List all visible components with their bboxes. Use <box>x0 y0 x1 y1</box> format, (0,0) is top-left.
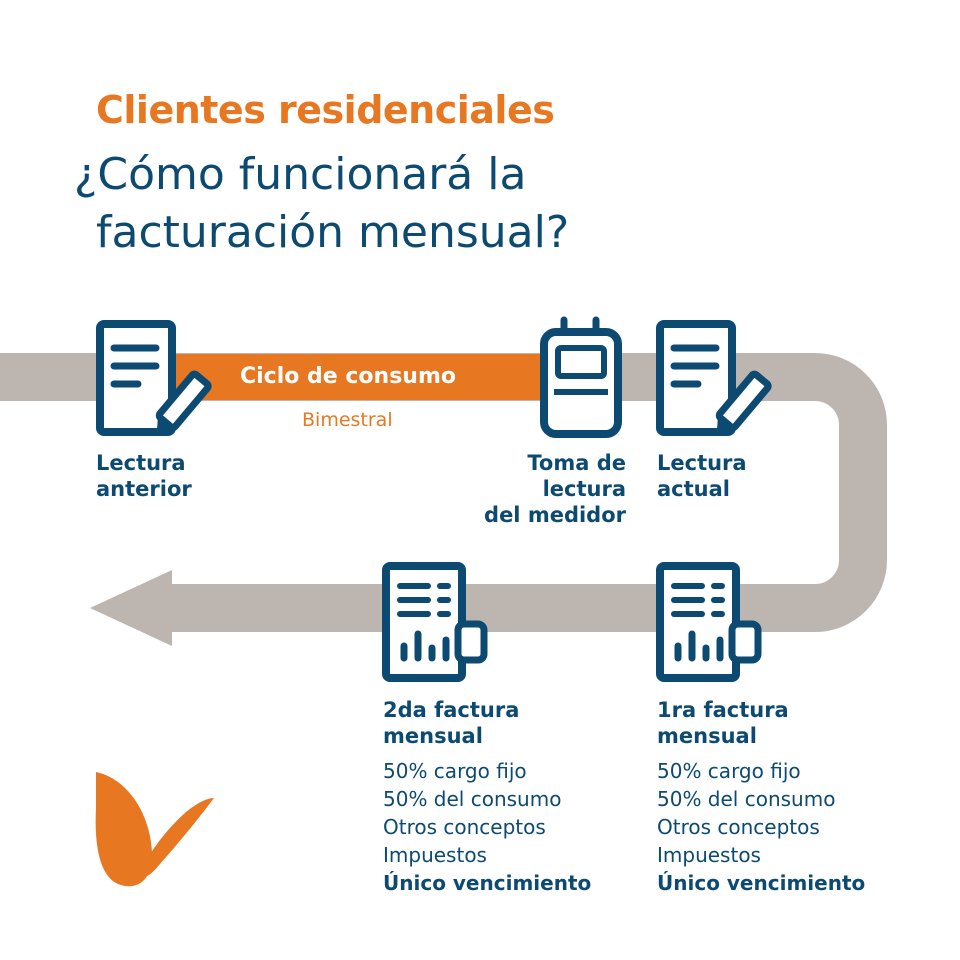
bill-item: 50% del consumo <box>657 787 836 811</box>
bill-title-second: 2da factura mensual <box>383 697 519 749</box>
step-label-line: anterior <box>96 477 192 501</box>
track-path <box>0 353 887 632</box>
bill-item: Impuestos <box>657 843 761 867</box>
bill-items-second: 50% cargo fijo 50% del consumo Otros con… <box>383 757 591 897</box>
bill-due-note: Único vencimiento <box>383 871 592 895</box>
step-label-line: del medidor <box>484 503 626 527</box>
bill-title-first: 1ra factura mensual <box>657 697 789 749</box>
step-label-line: Toma de <box>527 451 626 475</box>
cycle-label: Ciclo de consumo <box>240 364 456 389</box>
step-label-line: Lectura <box>96 451 186 475</box>
bill-title-line: 2da factura <box>383 698 520 722</box>
page-title-line-1: ¿Cómo funcionará la <box>74 149 527 200</box>
step-label-meter-reading: Toma de lectura del medidor <box>458 450 626 528</box>
step-label-current-reading: Lectura actual <box>657 450 747 502</box>
page-title-line-2: facturación mensual? <box>96 207 570 258</box>
meter-icon <box>540 316 622 438</box>
section-kicker: Clientes residenciales <box>96 88 555 132</box>
invoice-chart-icon <box>656 562 762 682</box>
step-label-previous-reading: Lectura anterior <box>96 450 192 502</box>
bill-title-line: mensual <box>383 724 483 748</box>
bill-due-note: Único vencimiento <box>657 871 866 895</box>
cycle-period: Bimestral <box>302 409 393 431</box>
track-arrowhead <box>90 570 172 646</box>
step-label-line: Lectura <box>657 451 747 475</box>
consumption-band <box>172 354 552 400</box>
invoice-chart-icon <box>382 562 488 682</box>
document-pen-icon <box>96 320 212 436</box>
bill-title-line: mensual <box>657 724 757 748</box>
bill-items-first: 50% cargo fijo 50% del consumo Otros con… <box>657 757 865 897</box>
bill-title-line: 1ra factura <box>657 698 789 722</box>
page-title: ¿Cómo funcionará la facturación mensual? <box>74 146 569 262</box>
bill-item: Otros conceptos <box>657 815 820 839</box>
bill-item: 50% del consumo <box>383 787 562 811</box>
bill-item: 50% cargo fijo <box>383 759 527 783</box>
bill-item: 50% cargo fijo <box>657 759 801 783</box>
step-label-line: lectura <box>542 477 626 501</box>
step-label-line: actual <box>657 477 730 501</box>
bill-item: Otros conceptos <box>383 815 546 839</box>
butterfly-logo-icon <box>95 772 214 887</box>
bill-item: Impuestos <box>383 843 487 867</box>
document-pen-icon <box>656 320 772 436</box>
